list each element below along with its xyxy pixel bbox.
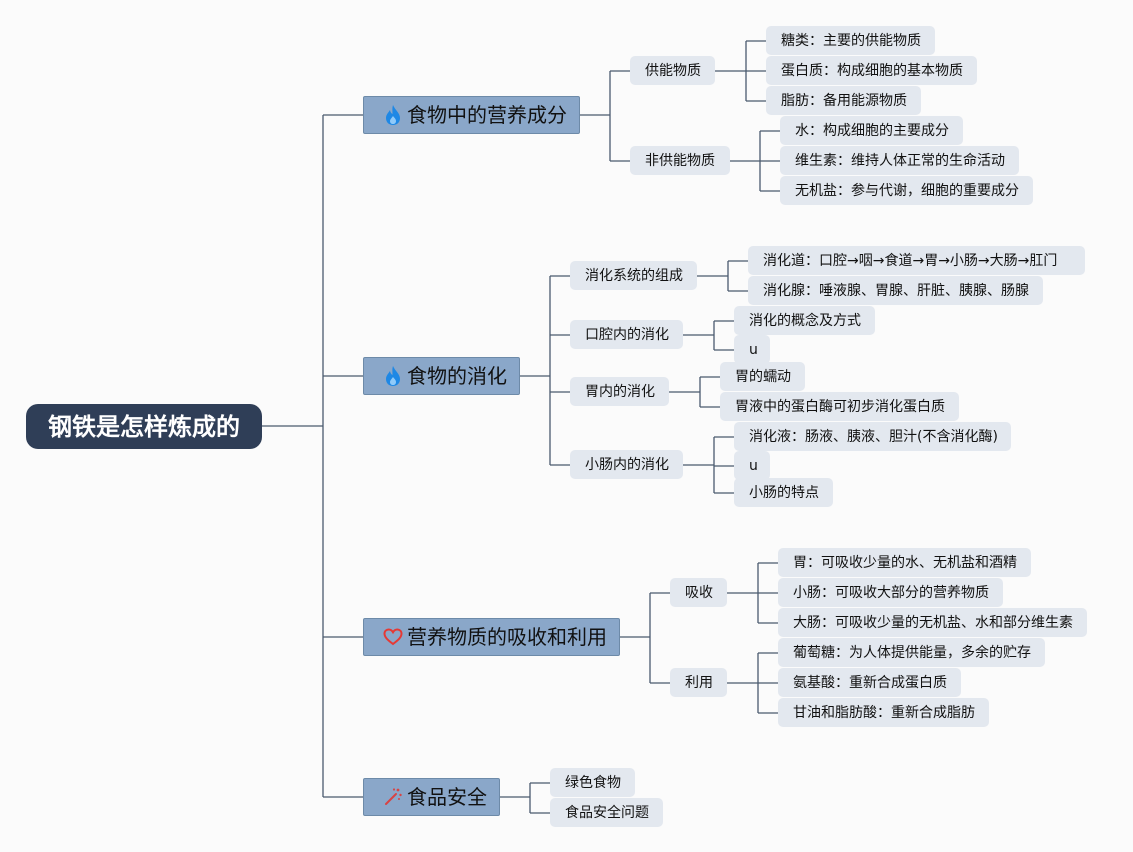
leaf-node[interactable]: 胃液中的蛋白酶可初步消化蛋白质: [720, 392, 959, 421]
leaf-node[interactable]: 小肠的特点: [734, 478, 833, 507]
leaf-node[interactable]: 食品安全问题: [550, 798, 663, 827]
subtopic-stomach-digestion[interactable]: 胃内的消化: [570, 377, 669, 406]
leaf-node[interactable]: 绿色食物: [550, 768, 635, 797]
node-label: 食品安全问题: [565, 804, 649, 821]
node-label: 利用: [685, 674, 713, 691]
leaf-node[interactable]: 大肠：可吸收少量的无机盐、水和部分维生素: [778, 608, 1087, 637]
node-label: 消化系统的组成: [585, 267, 683, 284]
heart-icon: [382, 626, 404, 648]
subtopic-utilization[interactable]: 利用: [670, 668, 727, 697]
leaf-node[interactable]: 无机盐：参与代谢，细胞的重要成分: [780, 176, 1033, 205]
node-label: 胃液中的蛋白酶可初步消化蛋白质: [735, 398, 945, 415]
node-label: u: [749, 341, 758, 358]
node-label: 水：构成细胞的主要成分: [795, 122, 949, 139]
subtopic-intestine-digestion[interactable]: 小肠内的消化: [570, 450, 683, 479]
node-label: 葡萄糖：为人体提供能量，多余的贮存: [793, 644, 1031, 661]
node-label: 吸收: [685, 584, 713, 601]
node-label: 大肠：可吸收少量的无机盐、水和部分维生素: [793, 614, 1073, 631]
node-label: 消化腺：唾液腺、胃腺、肝脏、胰腺、肠腺: [763, 282, 1029, 299]
leaf-node[interactable]: 胃：可吸收少量的水、无机盐和酒精: [778, 548, 1031, 577]
topic-food-safety[interactable]: 食品安全: [363, 778, 500, 816]
node-label: 胃内的消化: [585, 383, 655, 400]
leaf-node[interactable]: u: [734, 335, 770, 364]
root-label: 钢铁是怎样炼成的: [48, 412, 240, 441]
topic-absorption-utilization[interactable]: 营养物质的吸收和利用: [363, 618, 620, 656]
node-label: 消化的概念及方式: [749, 312, 861, 329]
node-label: 胃：可吸收少量的水、无机盐和酒精: [793, 554, 1017, 571]
leaf-node[interactable]: 蛋白质：构成细胞的基本物质: [766, 56, 977, 85]
flame-icon: [382, 104, 404, 126]
node-label: 小肠内的消化: [585, 456, 669, 473]
node-label: 绿色食物: [565, 774, 621, 791]
node-label: 胃的蠕动: [735, 368, 791, 385]
node-label: 甘油和脂肪酸：重新合成脂肪: [793, 704, 975, 721]
node-label: 非供能物质: [645, 152, 715, 169]
leaf-node[interactable]: 氨基酸：重新合成蛋白质: [778, 668, 961, 697]
subtopic-energy-substances[interactable]: 供能物质: [630, 56, 715, 85]
subtopic-digestive-system[interactable]: 消化系统的组成: [570, 261, 697, 290]
leaf-node[interactable]: 维生素：维持人体正常的生命活动: [780, 146, 1019, 175]
topic-label: 食物中的营养成分: [407, 103, 567, 127]
leaf-node[interactable]: 小肠：可吸收大部分的营养物质: [778, 578, 1003, 607]
leaf-node[interactable]: 消化的概念及方式: [734, 306, 875, 335]
node-label: 糖类：主要的供能物质: [781, 32, 921, 49]
node-label: 脂肪：备用能源物质: [781, 92, 907, 109]
leaf-node[interactable]: 水：构成细胞的主要成分: [780, 116, 963, 145]
flame-icon: [382, 365, 404, 387]
node-label: 供能物质: [645, 62, 701, 79]
leaf-node[interactable]: 消化腺：唾液腺、胃腺、肝脏、胰腺、肠腺: [748, 276, 1043, 305]
root-node[interactable]: 钢铁是怎样炼成的: [26, 404, 262, 449]
node-label: 小肠的特点: [749, 484, 819, 501]
leaf-node[interactable]: 消化道：口腔→咽→食道→胃→小肠→大肠→肛门: [748, 246, 1085, 275]
leaf-node[interactable]: 甘油和脂肪酸：重新合成脂肪: [778, 698, 989, 727]
subtopic-oral-digestion[interactable]: 口腔内的消化: [570, 320, 683, 349]
sparkle-icon: [382, 786, 404, 808]
node-label: 小肠：可吸收大部分的营养物质: [793, 584, 989, 601]
leaf-node[interactable]: u: [734, 451, 770, 480]
node-label: 消化道：口腔→咽→食道→胃→小肠→大肠→肛门: [763, 252, 1058, 269]
subtopic-absorption[interactable]: 吸收: [670, 578, 727, 607]
node-label: 维生素：维持人体正常的生命活动: [795, 152, 1005, 169]
topic-label: 营养物质的吸收和利用: [407, 625, 607, 649]
node-label: 消化液：肠液、胰液、胆汁(不含消化酶): [749, 428, 998, 445]
leaf-node[interactable]: 消化液：肠液、胰液、胆汁(不含消化酶): [734, 422, 1011, 451]
subtopic-non-energy-substances[interactable]: 非供能物质: [630, 146, 730, 175]
leaf-node[interactable]: 葡萄糖：为人体提供能量，多余的贮存: [778, 638, 1045, 667]
topic-digestion[interactable]: 食物的消化: [363, 357, 520, 395]
node-label: u: [749, 457, 758, 474]
node-label: 蛋白质：构成细胞的基本物质: [781, 62, 963, 79]
node-label: 氨基酸：重新合成蛋白质: [793, 674, 947, 691]
node-label: 无机盐：参与代谢，细胞的重要成分: [795, 182, 1019, 199]
leaf-node[interactable]: 糖类：主要的供能物质: [766, 26, 935, 55]
topic-nutrients[interactable]: 食物中的营养成分: [363, 96, 580, 134]
node-label: 口腔内的消化: [585, 326, 669, 343]
topic-label: 食品安全: [407, 785, 487, 809]
leaf-node[interactable]: 脂肪：备用能源物质: [766, 86, 921, 115]
leaf-node[interactable]: 胃的蠕动: [720, 362, 805, 391]
topic-label: 食物的消化: [407, 364, 507, 388]
